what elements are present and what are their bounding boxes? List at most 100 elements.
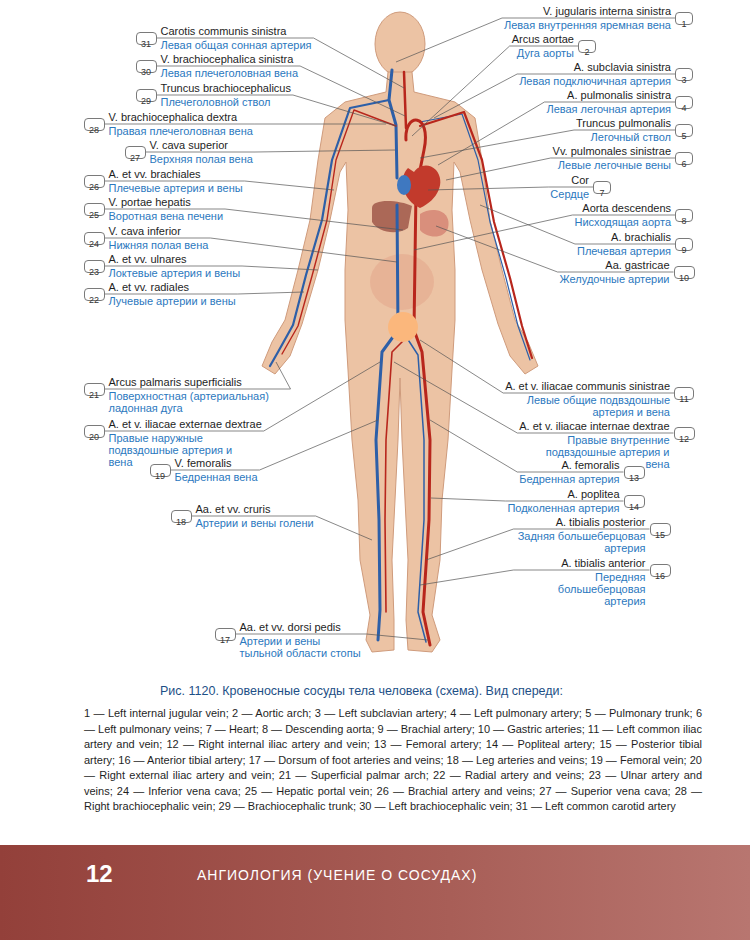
russian-name: Бедренная артерия xyxy=(519,473,619,485)
vein xyxy=(270,100,389,366)
russian-name: Легочный ствол xyxy=(591,131,671,143)
leader-line xyxy=(300,66,405,116)
russian-name: Правые наружные подвздошные артерия и ве… xyxy=(109,432,259,468)
russian-name: Сердце xyxy=(550,188,589,200)
leader-line xyxy=(420,130,574,158)
callout-number: 21 xyxy=(87,390,101,401)
leader-line xyxy=(436,226,558,272)
callout-number: 26 xyxy=(87,182,101,193)
callout-badge: 31 xyxy=(136,32,157,45)
leader-line xyxy=(157,66,301,67)
leader-line xyxy=(505,501,623,502)
callout-number: 11 xyxy=(677,394,690,405)
latin-name: A. tibialis anterior xyxy=(561,557,645,569)
latin-name: Carotis communis sinistra xyxy=(161,25,287,37)
leader-line xyxy=(517,74,675,75)
latin-name: V. brachiocephalica sinistra xyxy=(161,53,294,65)
callout-number: 8 xyxy=(679,216,688,227)
page-number: 12 xyxy=(86,860,113,888)
leader-line xyxy=(514,570,650,571)
callout-badge: 2 xyxy=(578,40,596,53)
arteries xyxy=(282,72,532,645)
latin-name: V. femoralis xyxy=(175,457,232,469)
latin-name: A. et vv. radiales xyxy=(109,281,190,293)
leader-line xyxy=(245,181,334,190)
heart-vein-part xyxy=(397,175,411,195)
leader-line xyxy=(503,393,674,394)
callout-badge: 5 xyxy=(675,124,693,137)
callout-badge: 27 xyxy=(125,146,146,159)
artery xyxy=(420,112,532,358)
callout-badge: 10 xyxy=(674,266,695,279)
leader-line xyxy=(412,46,510,136)
latin-name: A. et v. iliacae internae dextrae xyxy=(519,420,669,432)
russian-name: Нисходящая аорта xyxy=(574,216,671,228)
russian-name: Задняя большеберцовая артерия xyxy=(516,530,646,554)
russian-name: Подколенная артерия xyxy=(507,502,619,514)
russian-name: Лучевые артерии и вены xyxy=(109,295,236,307)
leader-line xyxy=(276,362,291,389)
leader-line xyxy=(438,102,544,165)
leader-line xyxy=(502,18,675,19)
orange-spot xyxy=(388,312,418,342)
callout-badge: 19 xyxy=(150,464,171,477)
russian-name: Нижняя полая вена xyxy=(109,239,209,251)
callout-number: 2 xyxy=(582,47,591,58)
russian-name: Левая общая сонная артерия xyxy=(161,39,312,51)
latin-name: A. et v. iliacae communis sinistrae xyxy=(505,380,670,392)
callout-number: 16 xyxy=(653,571,667,582)
callout-number: 19 xyxy=(153,471,167,482)
russian-name: Плечеголовной ствол xyxy=(161,96,271,108)
figure-caption: Рис. 1120. Кровеносные сосуды тела челов… xyxy=(160,684,563,699)
russian-name: Верхняя полая вена xyxy=(150,153,253,165)
leader-line xyxy=(367,634,429,640)
russian-name: Дуга аорты xyxy=(517,47,574,59)
leader-line xyxy=(105,294,238,295)
leader-line xyxy=(548,187,593,188)
callout-badge: 11 xyxy=(674,387,694,400)
leader-line xyxy=(544,102,675,103)
callout-badge: 3 xyxy=(675,68,693,81)
callout-number: 22 xyxy=(87,295,101,306)
callout-number: 28 xyxy=(87,125,101,136)
callout-badge: 13 xyxy=(624,466,645,479)
leader-line xyxy=(446,158,551,180)
stomach xyxy=(420,210,449,236)
leader-line xyxy=(105,209,226,210)
leader-line xyxy=(105,124,255,125)
latin-name: Aa. et vv. cruris xyxy=(196,503,271,515)
callout-number: 12 xyxy=(677,434,691,445)
leader-line xyxy=(510,46,578,47)
callout-badge: 8 xyxy=(675,209,693,222)
leader-line xyxy=(157,38,314,39)
leader-line xyxy=(210,238,397,262)
latin-name: A. et v. iliacae externae dextrae xyxy=(109,418,262,430)
artery xyxy=(282,110,396,354)
callout-number: 7 xyxy=(597,188,606,199)
leader-line xyxy=(420,340,503,393)
callout-number: 23 xyxy=(87,267,101,278)
callout-number: 9 xyxy=(679,245,688,256)
callout-badge: 24 xyxy=(84,232,105,245)
latin-name: A. subclavia sinistra xyxy=(574,61,671,73)
latin-name: V. cava superior xyxy=(150,139,228,151)
callout-number: 31 xyxy=(139,39,153,50)
callout-number: 27 xyxy=(128,153,142,164)
leader-line xyxy=(293,95,396,126)
callout-badge: 23 xyxy=(84,260,105,273)
russian-name: Левая легочная артерия xyxy=(546,103,671,115)
callout-number: 4 xyxy=(679,103,688,114)
running-title: АНГИОЛОГИЯ (УЧЕНИЕ О СОСУДАХ) xyxy=(197,866,477,884)
callout-number: 25 xyxy=(87,210,101,221)
callout-number: 14 xyxy=(627,502,641,513)
latin-name: A. pulmonalis sinistra xyxy=(567,89,671,101)
callout-badge: 14 xyxy=(624,495,645,508)
veins xyxy=(270,70,530,642)
latin-name: V. cava inferior xyxy=(109,225,181,237)
russian-name: Передняя большеберцовая артерия xyxy=(516,571,646,607)
russian-name: Левая внутренняя яремная вена xyxy=(504,19,671,31)
latin-name: A. femoralis xyxy=(561,459,619,471)
callout-badge: 18 xyxy=(171,510,192,523)
leader-line xyxy=(430,420,517,472)
